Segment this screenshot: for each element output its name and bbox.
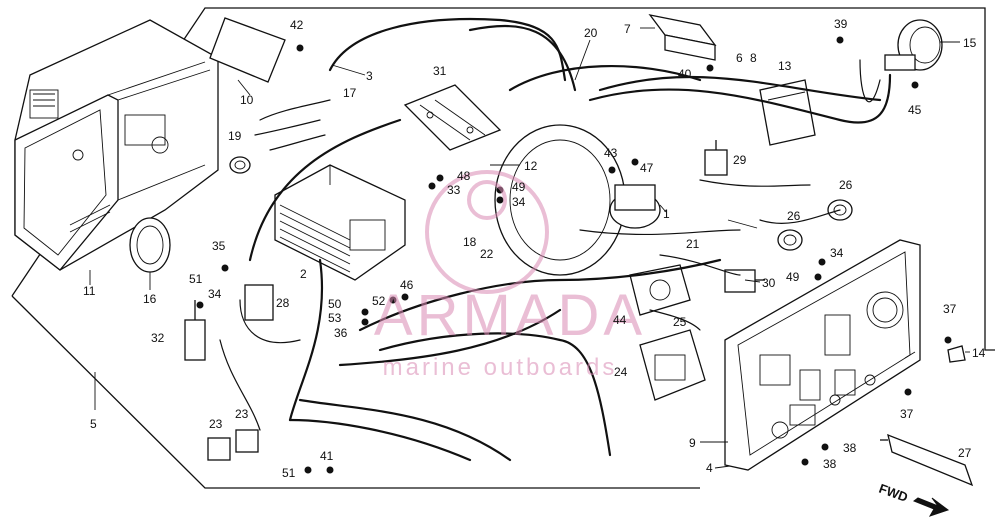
- callout-36: 36: [334, 326, 348, 340]
- socket-26-lower: [777, 229, 803, 251]
- callout-7: 7: [624, 22, 631, 36]
- callout-22: 22: [480, 247, 494, 261]
- watermark-brand: ARMADA: [374, 283, 646, 348]
- grommet: [229, 156, 251, 174]
- callout-30: 30: [762, 276, 776, 290]
- callout-34c: 34: [830, 246, 844, 260]
- probe-tool: [880, 433, 974, 487]
- ring-gasket: [129, 217, 171, 273]
- callout-26a: 26: [839, 178, 853, 192]
- callout-23b: 23: [235, 407, 249, 421]
- watermark-tagline: marine outboards: [383, 354, 618, 381]
- callout-11: 11: [83, 284, 96, 298]
- callout-26b: 26: [787, 209, 801, 223]
- breaker-switch: [724, 269, 765, 293]
- callout-43: 43: [604, 146, 618, 160]
- fwd-arrow: FWD: [877, 481, 950, 517]
- callout-40: 40: [678, 67, 692, 81]
- callout-21: 21: [686, 237, 700, 251]
- watermark: ARMADA marine outboards: [374, 170, 646, 381]
- callout-42: 42: [290, 18, 304, 32]
- callout-6: 6: [736, 51, 743, 65]
- callout-33: 33: [447, 183, 461, 197]
- callout-32: 32: [151, 331, 165, 345]
- heatsink-rectifier: [274, 164, 406, 281]
- callout-28: 28: [276, 296, 290, 310]
- callout-37a: 37: [943, 302, 957, 316]
- callout-25: 25: [673, 315, 687, 329]
- callout-49b: 49: [786, 270, 800, 284]
- callout-38a: 38: [843, 441, 857, 455]
- callout-51b: 51: [282, 466, 296, 480]
- callout-53: 53: [328, 311, 342, 325]
- harness-core-cylinder: [494, 124, 626, 276]
- cover-plate: [209, 17, 286, 83]
- callout-34b: 34: [208, 287, 222, 301]
- connector-23-left: [207, 437, 231, 461]
- wire-harness: [219, 17, 892, 462]
- relay-solenoid: [609, 184, 661, 229]
- fwd-label: FWD: [877, 481, 910, 505]
- callout-49a: 49: [512, 180, 526, 194]
- callout-41: 41: [320, 449, 334, 463]
- capacitor: [244, 284, 274, 321]
- callout-4: 4: [706, 461, 713, 475]
- callout-38b: 38: [823, 457, 837, 471]
- condenser: [184, 300, 206, 361]
- callout-2: 2: [300, 267, 307, 281]
- callout-29: 29: [733, 153, 747, 167]
- callout-16: 16: [143, 292, 157, 306]
- callout-12: 12: [524, 159, 538, 173]
- callout-19: 19: [228, 129, 242, 143]
- callout-13: 13: [778, 59, 792, 73]
- callout-48: 48: [457, 169, 471, 183]
- mounting-bracket: [648, 14, 717, 61]
- callout-9: 9: [689, 436, 696, 450]
- callout-24: 24: [614, 365, 628, 379]
- callout-44: 44: [613, 313, 627, 327]
- callout-18: 18: [463, 235, 477, 249]
- fasteners: [196, 36, 966, 474]
- callout-27: 27: [958, 446, 972, 460]
- callout-15: 15: [963, 36, 977, 50]
- control-module: [759, 79, 816, 146]
- callout-50: 50: [328, 297, 342, 311]
- callout-1: 1: [663, 207, 670, 221]
- terminal-board: [403, 84, 502, 151]
- callout-8: 8: [750, 51, 757, 65]
- receptacle: [629, 264, 691, 316]
- callout-10: 10: [240, 93, 254, 107]
- callout-52: 52: [372, 294, 386, 308]
- callout-31: 31: [433, 64, 447, 78]
- connector-23-right: [235, 429, 259, 453]
- callout-20: 20: [584, 26, 598, 40]
- hour-meter: [884, 19, 943, 71]
- leader-lines: [89, 27, 970, 469]
- callout-46: 46: [400, 278, 414, 292]
- toggle-switch: [704, 140, 728, 176]
- callout-45: 45: [908, 103, 922, 117]
- callout-39: 39: [834, 17, 848, 31]
- callout-5: 5: [90, 417, 97, 431]
- callout-35: 35: [212, 239, 226, 253]
- outlet-assembly: [639, 329, 706, 401]
- callout-51a: 51: [189, 272, 203, 286]
- callout-47: 47: [640, 161, 654, 175]
- callout-3: 3: [366, 69, 373, 83]
- callout-37b: 37: [900, 407, 914, 421]
- callout-34a: 34: [512, 195, 526, 209]
- callout-14: 14: [972, 346, 986, 360]
- callouts: 1 2 3 4 5 6 7 8 9 10 11 12 13 14 15 16 1…: [83, 17, 986, 480]
- callout-23a: 23: [209, 417, 223, 431]
- control-box-housing: [14, 19, 219, 271]
- callout-17: 17: [343, 86, 357, 100]
